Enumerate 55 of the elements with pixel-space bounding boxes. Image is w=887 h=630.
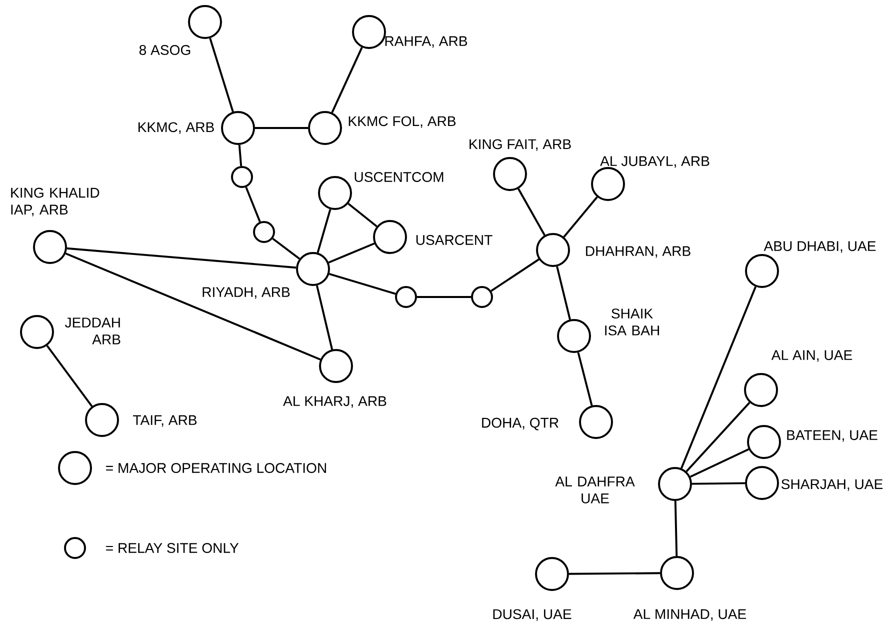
legend-text: = RELAY SITE ONLY (106, 543, 239, 553)
location-label: JEDDAH ARB (64, 318, 120, 344)
connection-line (328, 242, 375, 264)
relay-site-circle (253, 221, 275, 243)
location-label: AL JUBAYL, ARB (600, 156, 710, 168)
relay-site-circle (395, 286, 417, 308)
connection-line (568, 572, 660, 575)
location-label: DUSAI, UAE (493, 609, 572, 621)
location-label: SHARJAH, UAE (781, 479, 883, 491)
location-label: KKMC, ARB (138, 122, 214, 134)
connection-line (417, 296, 472, 298)
location-label: KING KHALID IAP, ARB (11, 188, 100, 216)
location-label: DOHA, QTR (482, 418, 558, 430)
location-label: KKMC FOL, ARB (348, 116, 456, 128)
connection-line (316, 285, 334, 350)
location-label: KING FAIT, ARB (470, 139, 571, 151)
relay-site-circle (231, 166, 253, 188)
connection-line (490, 258, 540, 292)
connection-line (563, 196, 598, 238)
location-label: AL MINHAD, UAE (633, 609, 746, 621)
location-label: USARCENT (416, 235, 492, 245)
connection-line (209, 38, 234, 112)
connection-line (255, 127, 308, 129)
location-label: RAHFA, ARB (385, 36, 468, 48)
connection-line (674, 500, 678, 556)
location-label: TAIF, ARB (133, 415, 197, 427)
connection-line (577, 352, 593, 406)
connection-line (518, 188, 546, 236)
connection-line (331, 47, 363, 113)
connection-line (316, 209, 332, 253)
location-label: AL AIN, UAE (771, 350, 852, 362)
location-label: ABU DHABI, UAE (764, 241, 876, 253)
location-label: AL DAHFRA UAE (555, 476, 635, 504)
connection-line (66, 247, 296, 269)
connection-line (556, 266, 571, 320)
connection-line (690, 448, 750, 478)
location-label: BATEEN, UAE (787, 430, 878, 442)
connection-line (686, 402, 750, 472)
location-label: RIYADH, ARB (202, 287, 290, 299)
location-label: 8 ASOG (139, 45, 190, 55)
connection-line (272, 238, 300, 260)
relay-site-circle (471, 286, 493, 308)
legend-text: = MAJOR OPERATING LOCATION (106, 463, 326, 473)
connection-line (238, 144, 242, 166)
location-label: DHAHRAN, ARB (586, 246, 690, 258)
connection-line (348, 202, 378, 228)
connection-line (46, 345, 93, 407)
connection-line (328, 272, 396, 295)
location-label: SHAIK ISA BAH (605, 308, 659, 336)
connection-line (65, 252, 321, 360)
location-label: AL KHARJ, ARB (283, 396, 386, 408)
connection-line (692, 482, 746, 485)
location-label: USCENTCOM (354, 172, 444, 182)
connection-line (680, 286, 756, 469)
connection-line (245, 186, 261, 222)
